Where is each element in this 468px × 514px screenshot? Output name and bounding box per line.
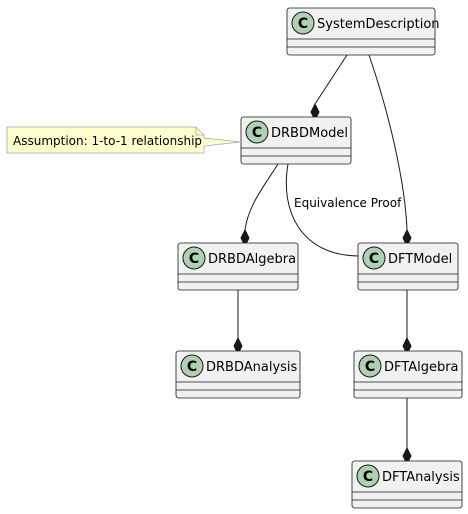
- class-stereotype-icon: C: [291, 11, 315, 35]
- relation-dftmodel-to-dftalgebra: [402, 290, 412, 356]
- class-stereotype-letter: C: [189, 251, 199, 267]
- relation-drbdmodel-to-dftmodel: Equivalence Proof: [285, 163, 402, 257]
- class-drbdalgebra[interactable]: C DRBDAlgebra: [177, 242, 299, 291]
- relation-drbdmodel-to-drbdalgebra: [240, 163, 279, 248]
- class-stereotype-letter: C: [363, 469, 373, 485]
- class-stereotype-icon: C: [362, 246, 386, 270]
- class-name: DFTAnalysis: [382, 470, 460, 485]
- relations-layer: Equivalence Proof: [233, 54, 412, 466]
- class-name: DRBDAlgebra: [208, 252, 296, 267]
- class-name: SystemDescription: [317, 17, 440, 32]
- class-stereotype-icon: C: [358, 354, 382, 378]
- class-name: DRBDModel: [271, 126, 348, 141]
- class-dftanalysis[interactable]: C DFTAnalysis: [351, 460, 463, 509]
- class-drbdmodel[interactable]: C DRBDModel: [240, 116, 352, 165]
- class-name: DFTAlgebra: [384, 360, 459, 375]
- class-dftmodel[interactable]: C DFTModel: [357, 242, 459, 291]
- class-stereotype-letter: C: [252, 125, 262, 141]
- relation-system-description-to-dftmodel: [368, 54, 412, 248]
- class-stereotype-icon: C: [245, 120, 269, 144]
- class-stereotype-letter: C: [298, 16, 308, 32]
- note-text: Assumption: 1-to-1 relationship: [13, 134, 202, 148]
- relation-drbdalgebra-to-drbdanalysis: [233, 290, 243, 356]
- class-system-description[interactable]: C SystemDescription: [286, 7, 440, 56]
- class-stereotype-letter: C: [365, 359, 375, 375]
- class-name: DRBDAnalysis: [206, 360, 298, 375]
- relation-dftalgebra-to-dftanalysis: [402, 398, 412, 466]
- class-stereotype-icon: C: [182, 246, 206, 270]
- relation-system-description-to-drbdmodel: [310, 54, 348, 122]
- class-stereotype-icon: C: [356, 464, 380, 488]
- relation-label: Equivalence Proof: [294, 196, 402, 210]
- class-stereotype-letter: C: [187, 359, 197, 375]
- class-stereotype-icon: C: [180, 354, 204, 378]
- note-assumption: Assumption: 1-to-1 relationship: [6, 126, 242, 154]
- class-name: DFTModel: [388, 252, 452, 267]
- class-stereotype-letter: C: [369, 251, 379, 267]
- class-dftalgebra[interactable]: C DFTAlgebra: [353, 350, 463, 399]
- class-drbdanalysis[interactable]: C DRBDAnalysis: [175, 350, 301, 399]
- notes-layer: Assumption: 1-to-1 relationship: [6, 126, 242, 154]
